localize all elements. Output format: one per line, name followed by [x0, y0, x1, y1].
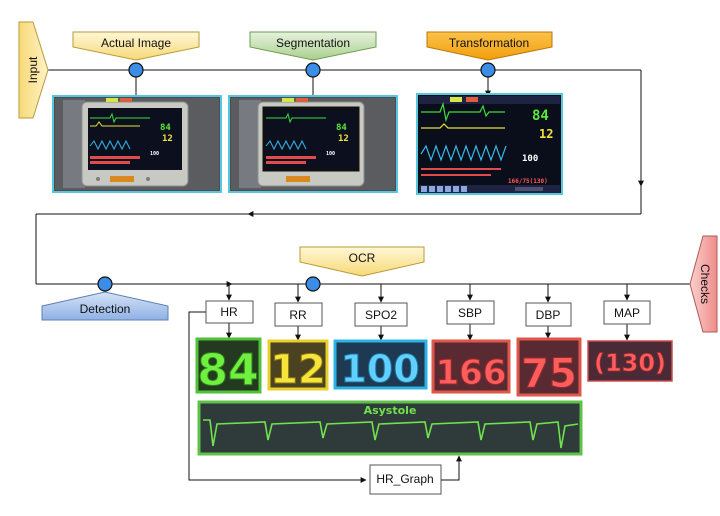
field-spo2-label: SPO2 — [365, 308, 397, 322]
actual-image-label: Actual Image — [101, 36, 171, 50]
reading-dbp-crop: 75 — [516, 337, 582, 398]
segmentation-label: Segmentation — [276, 36, 350, 50]
segmentation-node — [305, 62, 321, 78]
stage-actual-image: Actual Image — [72, 31, 200, 78]
hr-waveform-trace — [203, 419, 579, 449]
checks-label: Checks — [698, 264, 712, 304]
reading-rr: 12 — [270, 347, 326, 393]
stage-ocr: OCR — [299, 246, 425, 277]
field-map: MAP — [603, 300, 651, 325]
segmentation-monitor-spo2: 100 — [326, 151, 335, 157]
transformed-monitor-spo2: 100 — [522, 154, 538, 164]
waveform-caption: Asystole — [364, 404, 417, 417]
reading-map-crop: (130) — [587, 340, 673, 382]
hr-graph-label: HR_Graph — [376, 472, 433, 486]
stage-transformation: Transformation — [426, 31, 553, 78]
field-sbp: SBP — [446, 300, 495, 325]
hr-waveform-crop: Asystole — [197, 400, 583, 456]
ocr-label: OCR — [349, 251, 376, 265]
reading-map: (130) — [594, 349, 666, 377]
ocr-node — [305, 276, 321, 292]
reading-sbp: 166 — [436, 353, 507, 393]
field-sbp-label: SBP — [458, 306, 482, 320]
transformed-monitor-bp: 166/75(130) — [508, 178, 548, 185]
hr-graph-box: HR_Graph — [369, 464, 442, 495]
actual-monitor-rr: 12 — [162, 134, 173, 144]
field-rr-label: RR — [289, 308, 307, 322]
field-rr: RR — [274, 302, 323, 327]
actual-image-photo: 84 12 100 — [52, 95, 222, 193]
connectors — [35, 69, 690, 483]
stage-segmentation: Segmentation — [249, 31, 377, 78]
detection-node — [97, 276, 113, 292]
field-spo2: SPO2 — [354, 302, 408, 327]
transformation-photo: 84 12 100 166/75(130) — [416, 93, 563, 195]
field-dbp: DBP — [525, 302, 572, 327]
reading-spo2-crop: 100 — [333, 339, 428, 392]
actual-monitor-spo2: 100 — [150, 151, 159, 157]
reading-hr-crop: 84 — [195, 337, 262, 397]
transformation-node — [480, 62, 496, 78]
segmentation-monitor-hr: 84 — [336, 123, 347, 133]
segmentation-monitor-rr: 12 — [338, 134, 349, 144]
field-map-label: MAP — [614, 306, 640, 320]
reading-sbp-crop: 166 — [431, 339, 511, 394]
field-dbp-label: DBP — [536, 308, 561, 322]
reading-rr-crop: 12 — [267, 339, 329, 394]
segmentation-photo: 84 12 100 — [228, 95, 398, 193]
field-hr-label: HR — [220, 305, 238, 319]
reading-hr: 84 — [197, 345, 258, 396]
field-hr: HR — [205, 300, 254, 324]
transformation-label: Transformation — [449, 36, 529, 50]
transformed-monitor-rr: 12 — [539, 127, 553, 141]
input-tag: Input — [18, 21, 49, 119]
input-label: Input — [26, 56, 40, 83]
actual-monitor-hr: 84 — [160, 123, 171, 133]
reading-spo2: 100 — [340, 347, 419, 391]
transformed-monitor-hr: 84 — [532, 108, 549, 124]
detection-label: Detection — [80, 302, 131, 316]
stage-detection: Detection — [41, 276, 169, 321]
actual-image-node — [128, 62, 144, 78]
reading-dbp: 75 — [521, 351, 577, 397]
checks-tag: Checks — [689, 235, 718, 333]
